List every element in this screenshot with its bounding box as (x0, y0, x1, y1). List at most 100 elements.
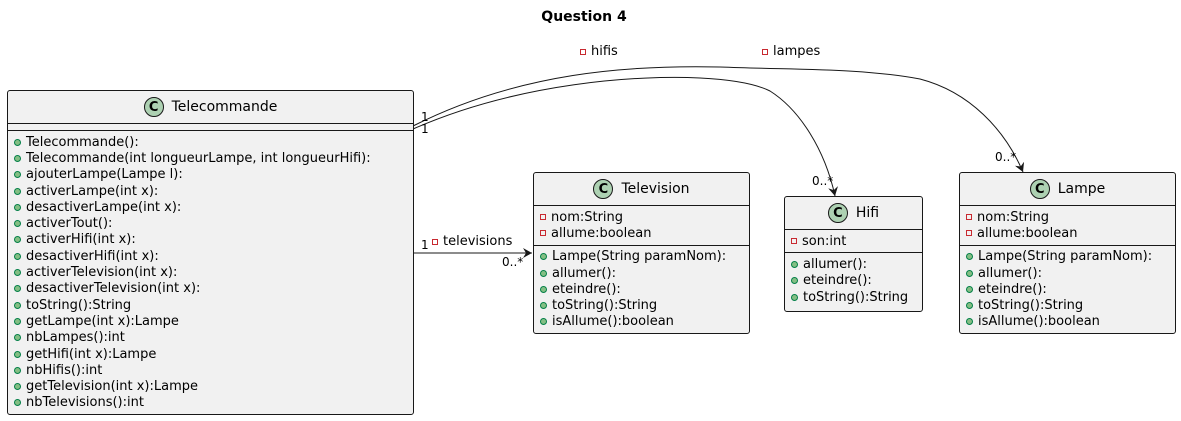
method: Telecommande(int longueurLampe, int long… (14, 150, 413, 166)
class-name: Television (621, 181, 690, 197)
method: activerLampe(int x): (14, 183, 413, 199)
class-television: C Television nom:String allume:boolean L… (533, 172, 750, 334)
mult-lampes-source: 1 (421, 110, 429, 124)
method: eteindre(): (966, 281, 1175, 297)
method: nbLampes():int (14, 330, 413, 346)
method: toString():String (791, 289, 922, 305)
method: eteindre(): (791, 273, 922, 289)
field: allume:boolean (540, 225, 749, 241)
method: activerTelevision(int x): (14, 264, 413, 280)
public-icon (540, 318, 547, 326)
public-icon (14, 138, 21, 146)
public-icon (14, 301, 21, 309)
method: ajouterLampe(Lampe l): (14, 167, 413, 183)
field: nom:String (966, 209, 1175, 225)
public-icon (14, 252, 21, 260)
method: allumer(): (966, 265, 1175, 281)
edge-lampes (412, 66, 1025, 173)
class-name: Hifi (855, 205, 880, 221)
class-name: Telecommande (171, 99, 278, 115)
mult-televisions-target: 0..* (502, 255, 524, 269)
method: Lampe(String paramNom): (540, 249, 749, 265)
method: desactiverTelevision(int x): (14, 281, 413, 297)
method: isAllume():boolean (540, 314, 749, 330)
public-icon (14, 236, 21, 244)
class-c-icon: C (827, 203, 848, 223)
method: desactiverHifi(int x): (14, 248, 413, 264)
public-icon (791, 277, 798, 285)
label-televisions: televisions (432, 234, 512, 249)
mult-hifis-target: 0..* (812, 174, 834, 188)
public-icon (966, 302, 973, 310)
method: activerHifi(int x): (14, 232, 413, 248)
public-icon (14, 203, 21, 211)
public-icon (14, 317, 21, 325)
private-icon (432, 238, 438, 245)
class-name: Lampe (1057, 181, 1106, 197)
public-icon (540, 253, 547, 261)
public-icon (540, 302, 547, 310)
public-icon (14, 383, 21, 391)
class-header: C Hifi (785, 197, 922, 230)
method: nbHifis():int (14, 362, 413, 378)
methods-section: Lampe(String paramNom): allumer(): etein… (960, 246, 1175, 333)
public-icon (966, 285, 973, 293)
public-icon (14, 285, 21, 293)
class-hifi: C Hifi son:int allumer(): eteindre(): to… (784, 196, 923, 312)
fields-section: nom:String allume:boolean (960, 206, 1175, 246)
public-icon (14, 350, 21, 358)
diagram-title: Question 4 (541, 9, 627, 25)
public-icon (14, 187, 21, 195)
class-header: C Lampe (960, 173, 1175, 206)
class-c-icon: C (593, 179, 614, 199)
private-icon (966, 230, 972, 237)
public-icon (540, 285, 547, 293)
fields-section: nom:String allume:boolean (534, 206, 749, 246)
public-icon (966, 318, 973, 326)
public-icon (14, 366, 21, 374)
method: isAllume():boolean (966, 314, 1175, 330)
public-icon (14, 334, 21, 342)
methods-section: allumer(): eteindre(): toString():String (785, 253, 922, 308)
label-hifis: hifis (580, 44, 618, 59)
public-icon (14, 171, 21, 179)
field: son:int (791, 233, 922, 249)
method: Lampe(String paramNom): (966, 249, 1175, 265)
mult-hifis-source: 1 (421, 122, 429, 136)
private-icon (540, 214, 546, 221)
public-icon (791, 260, 798, 268)
public-icon (791, 293, 798, 301)
private-icon (791, 238, 797, 245)
private-icon (580, 48, 586, 55)
public-icon (966, 253, 973, 261)
class-header: C Telecommande (8, 91, 413, 124)
methods-section: Telecommande(): Telecommande(int longueu… (8, 131, 413, 414)
public-icon (14, 399, 21, 407)
fields-section (8, 124, 413, 131)
class-c-icon: C (1029, 179, 1050, 199)
private-icon (540, 230, 546, 237)
private-icon (762, 48, 768, 55)
method: allumer(): (540, 265, 749, 281)
public-icon (14, 154, 21, 162)
field: nom:String (540, 209, 749, 225)
class-telecommande: C Telecommande Telecommande(): Telecomma… (7, 90, 414, 415)
label-lampes: lampes (762, 44, 820, 59)
private-icon (966, 214, 972, 221)
public-icon (540, 269, 547, 277)
methods-section: Lampe(String paramNom): allumer(): etein… (534, 246, 749, 333)
method: activerTout(): (14, 215, 413, 231)
method: toString():String (966, 297, 1175, 313)
fields-section: son:int (785, 230, 922, 254)
public-icon (966, 269, 973, 277)
mult-televisions-source: 1 (421, 238, 429, 252)
method: desactiverLampe(int x): (14, 199, 413, 215)
method: toString():String (540, 297, 749, 313)
edge-hifis (412, 76, 838, 197)
class-c-icon: C (143, 97, 164, 117)
method: getTelevision(int x):Lampe (14, 378, 413, 394)
public-icon (14, 220, 21, 228)
method: eteindre(): (540, 281, 749, 297)
field: allume:boolean (966, 225, 1175, 241)
